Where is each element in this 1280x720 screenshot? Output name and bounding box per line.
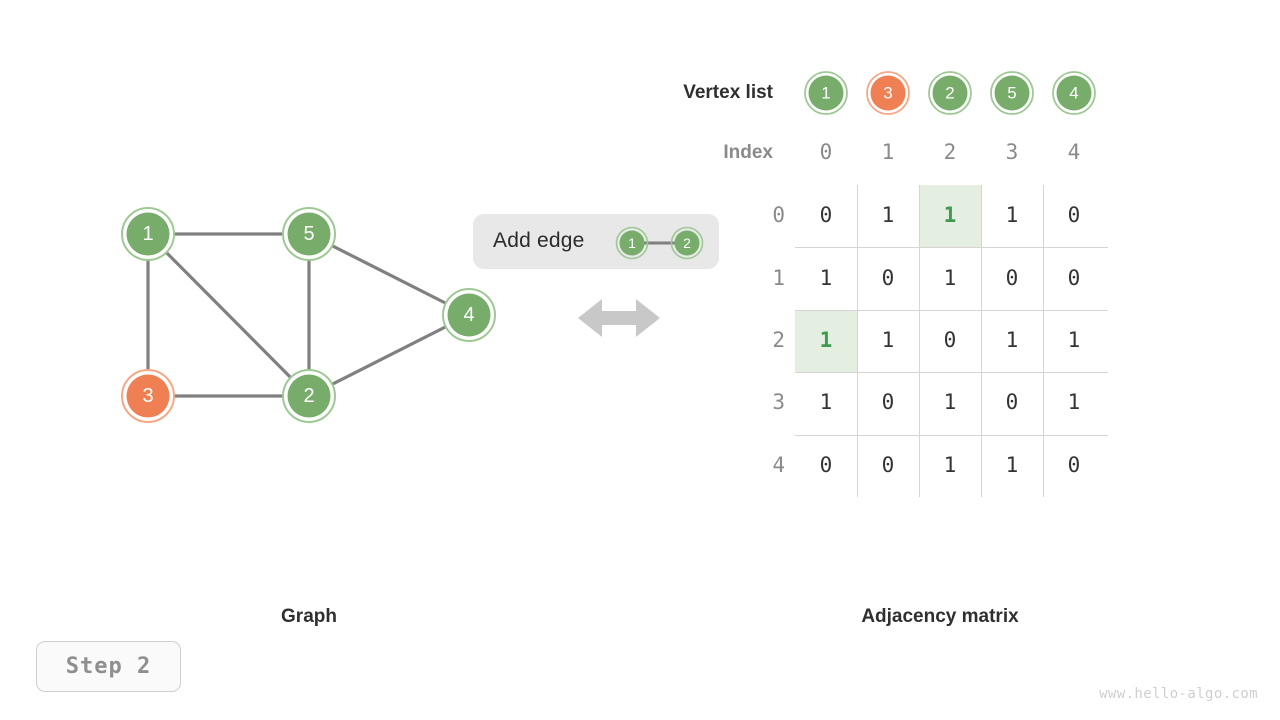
matrix-row-separator <box>795 247 1108 249</box>
vertex-list-item-label: 3 <box>883 84 892 103</box>
matrix-cell-4-1[interactable]: 0 <box>881 452 895 477</box>
matrix-cell-1-1[interactable]: 0 <box>881 265 895 290</box>
graph-edge <box>308 313 470 398</box>
matrix-cell-2-3[interactable]: 1 <box>1005 328 1019 352</box>
vertex-list-item-label: 2 <box>945 84 954 103</box>
graph-visualization: 1 5 3 2 4 <box>121 207 496 423</box>
matrix-cell-4-3[interactable]: 1 <box>1005 452 1019 477</box>
matrix-row-label-0: 0 <box>772 203 785 228</box>
matrix-cell-0-1[interactable]: 1 <box>881 203 895 228</box>
graph-node-1[interactable]: 1 <box>121 207 175 261</box>
matrix-index-3: 3 <box>1005 140 1019 164</box>
graph-caption: Graph <box>281 606 337 627</box>
matrix-cell-1-3[interactable]: 0 <box>1005 265 1019 290</box>
matrix-row-separator <box>795 434 1108 436</box>
matrix-row-label-4: 4 <box>772 452 785 477</box>
matrix-cell-3-3[interactable]: 0 <box>1005 390 1019 415</box>
matrix-cell-1-4[interactable]: 0 <box>1067 265 1081 290</box>
matrix-cell-2-0[interactable]: 1 <box>819 328 833 352</box>
vertex-list-item-3[interactable]: 5 <box>990 71 1034 115</box>
graph-node-5[interactable]: 5 <box>282 207 336 261</box>
matrix-cell-4-0[interactable]: 0 <box>819 452 833 477</box>
watermark: www.hello-algo.com <box>1099 686 1258 702</box>
graph-node-label: 2 <box>303 385 314 407</box>
matrix-cell-0-0[interactable]: 0 <box>819 203 833 228</box>
matrix-cell-0-4[interactable]: 0 <box>1067 203 1081 228</box>
matrix-cell-1-2[interactable]: 1 <box>943 265 957 290</box>
operation-mini-node-a-label: 1 <box>628 235 636 251</box>
operation-mini-node-a: 1 <box>615 226 649 260</box>
matrix-col-separator <box>919 185 920 497</box>
matrix-row-label-3: 3 <box>772 390 785 415</box>
matrix-col-separator <box>857 185 858 497</box>
operation-edge-illustration: 1 2 <box>615 226 704 260</box>
matrix-cell-highlight <box>795 309 857 372</box>
matrix-row-separator <box>795 372 1108 374</box>
operation-label: Add edge <box>493 229 585 252</box>
matrix-cell-3-4[interactable]: 1 <box>1067 390 1081 415</box>
index-label: Index <box>723 142 773 163</box>
matrix-col-separator <box>1043 185 1044 497</box>
matrix-caption: Adjacency matrix <box>861 606 1019 627</box>
matrix-index-1: 1 <box>881 140 895 164</box>
vertex-list-item-label: 4 <box>1069 84 1078 103</box>
matrix-cell-4-4[interactable]: 0 <box>1067 452 1081 477</box>
matrix-index-0: 0 <box>819 140 833 164</box>
matrix-index-2: 2 <box>943 140 957 164</box>
graph-node-layer: 1 5 3 2 4 <box>121 207 496 423</box>
graph-edge <box>146 232 311 398</box>
matrix-col-separator <box>981 185 982 497</box>
vertex-list: 1 3 2 5 4 <box>804 71 1096 115</box>
operation-mini-node-b: 2 <box>670 226 704 260</box>
double-arrow-icon <box>578 299 660 337</box>
graph-node-3[interactable]: 3 <box>121 369 175 423</box>
vertex-list-item-1[interactable]: 3 <box>866 71 910 115</box>
matrix-cell-3-0[interactable]: 1 <box>819 390 833 415</box>
matrix-cell-1-0[interactable]: 1 <box>819 265 833 290</box>
matrix-cell-3-2[interactable]: 1 <box>943 390 957 415</box>
matrix-index-4: 4 <box>1067 140 1081 164</box>
matrix-cell-0-3[interactable]: 1 <box>1005 203 1019 228</box>
vertex-list-item-label: 5 <box>1007 84 1016 103</box>
graph-node-4[interactable]: 4 <box>442 288 496 342</box>
matrix-cell-2-4[interactable]: 1 <box>1067 328 1081 352</box>
vertex-list-item-2[interactable]: 2 <box>928 71 972 115</box>
step-badge: Step 2 <box>36 641 181 692</box>
graph-node-label: 3 <box>142 385 153 407</box>
matrix-cell-highlight <box>919 185 981 247</box>
matrix-cell-3-1[interactable]: 0 <box>881 390 895 415</box>
matrix-row-label-2: 2 <box>772 328 785 352</box>
vertex-list-item-label: 1 <box>821 84 830 103</box>
matrix-cell-2-2[interactable]: 0 <box>943 328 957 352</box>
graph-node-label: 1 <box>142 223 153 245</box>
operation-mini-node-b-label: 2 <box>683 235 691 251</box>
matrix-cell-0-2[interactable]: 1 <box>943 203 957 228</box>
matrix-cell-4-2[interactable]: 1 <box>943 452 957 477</box>
vertex-list-item-0[interactable]: 1 <box>804 71 848 115</box>
matrix-row-separator <box>795 309 1108 311</box>
matrix-cell-2-1[interactable]: 1 <box>881 328 895 352</box>
graph-edge <box>308 232 470 317</box>
vertex-list-item-4[interactable]: 4 <box>1052 71 1096 115</box>
graph-node-label: 5 <box>303 223 314 245</box>
matrix-row-label-1: 1 <box>772 265 785 290</box>
graph-node-2[interactable]: 2 <box>282 369 336 423</box>
vertex-list-label: Vertex list <box>683 82 773 103</box>
graph-node-label: 4 <box>463 304 474 326</box>
